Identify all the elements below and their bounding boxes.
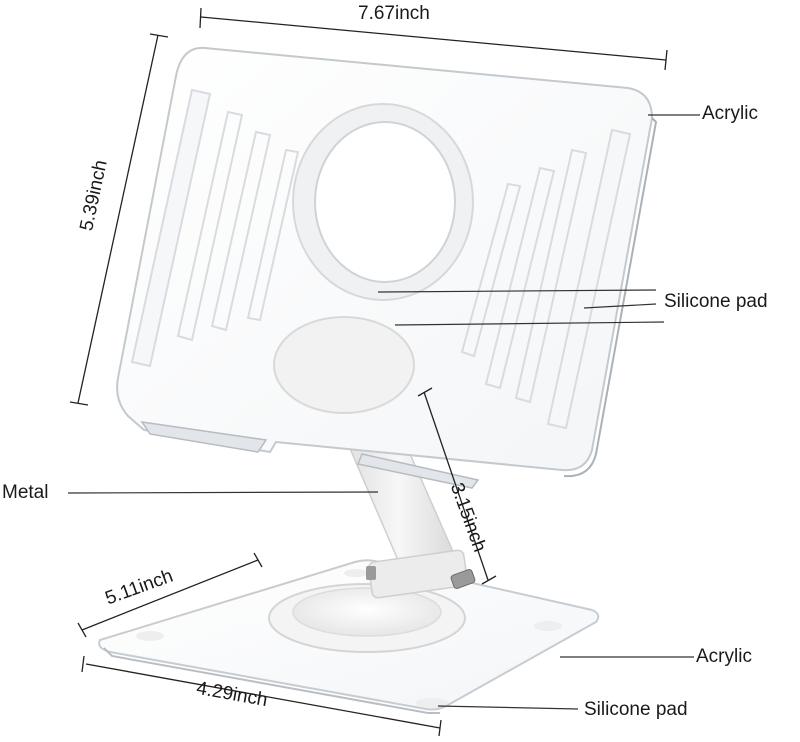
- callout-acrylic-top: Acrylic: [702, 103, 758, 124]
- base-silicone-pad: [534, 621, 562, 631]
- callout-metal: Metal: [2, 482, 49, 503]
- panel-ledge-right: [356, 453, 480, 489]
- panel-ledge-left: [140, 421, 268, 453]
- tablet-panel: [116, 46, 658, 489]
- callout-acrylic-base: Acrylic: [696, 646, 752, 667]
- callout-silicone-pad-base: Silicone pad: [584, 699, 688, 720]
- rotating-disc: [268, 583, 466, 653]
- leader-lines: [67, 114, 700, 710]
- mount-disc: [273, 316, 415, 414]
- base-silicone-pad: [344, 569, 368, 577]
- dimension-lines: [69, 7, 668, 737]
- dimension-width-label: 7.67inch: [358, 3, 430, 24]
- silicone-ring: [292, 103, 474, 301]
- callout-silicone-pad-top: Silicone pad: [664, 291, 768, 312]
- base-silicone-pad: [136, 631, 164, 641]
